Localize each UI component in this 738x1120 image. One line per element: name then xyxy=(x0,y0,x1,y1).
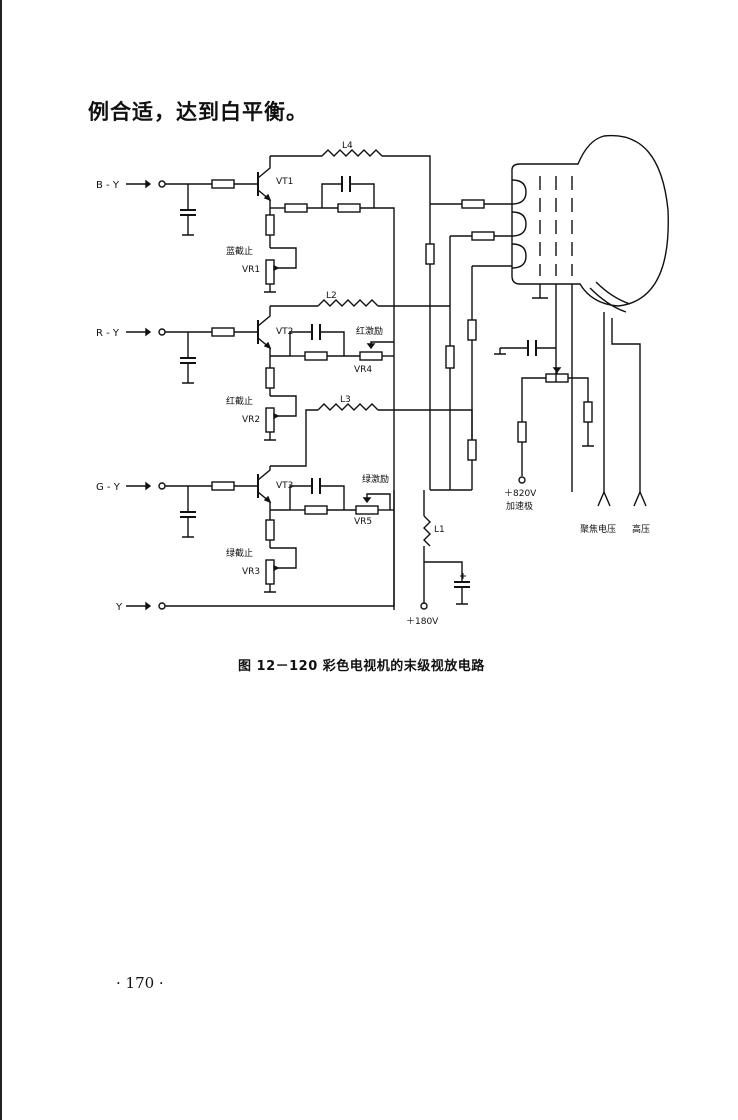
label-green-cutoff: 绿截止 xyxy=(226,547,253,559)
label-vr1: VR1 xyxy=(242,265,260,275)
intro-text: 例合适，达到白平衡。 xyxy=(88,99,308,124)
label-vr5: VR5 xyxy=(354,517,372,527)
label-l3: L3 xyxy=(340,395,351,405)
label-r-y: R - Y xyxy=(96,328,120,339)
label-y: Y xyxy=(115,602,123,613)
label-blue-cutoff: 蓝截止 xyxy=(226,245,253,257)
label-g-y: G - Y xyxy=(96,482,121,493)
label-l4: L4 xyxy=(342,141,353,151)
label-vt3: VT3 xyxy=(276,481,293,491)
page-edge-rule xyxy=(0,0,2,1120)
label-vt2: VT2 xyxy=(276,327,293,337)
label-accel-electrode: 加速极 xyxy=(506,500,533,512)
figure-caption: 图 12－120 彩色电视机的末级视放电路 xyxy=(238,659,485,674)
label-vt1: VT1 xyxy=(276,177,293,187)
label-vr3: VR3 xyxy=(242,567,260,577)
label-red-cutoff: 红截止 xyxy=(226,395,253,407)
label-green-drive: 绿激励 xyxy=(362,473,389,485)
page-number: · 170 · xyxy=(116,974,164,992)
label-focus-voltage: 聚焦电压 xyxy=(580,523,616,535)
label-820v: ＋820V xyxy=(504,488,537,499)
label-l1: L1 xyxy=(434,525,445,535)
video-amplifier-circuit-diagram: B - Y R - Y G - Y Y VT1 VT2 VT3 VR1 VR2 … xyxy=(96,134,669,627)
label-b-y: B - Y xyxy=(96,180,120,191)
label-red-drive: 红激励 xyxy=(356,325,383,337)
label-vr2: VR2 xyxy=(242,415,260,425)
label-supply-180v: ＋180V xyxy=(406,616,439,627)
label-vr4: VR4 xyxy=(354,365,372,375)
label-high-voltage: 高压 xyxy=(632,523,650,535)
label-l2: L2 xyxy=(326,291,337,301)
